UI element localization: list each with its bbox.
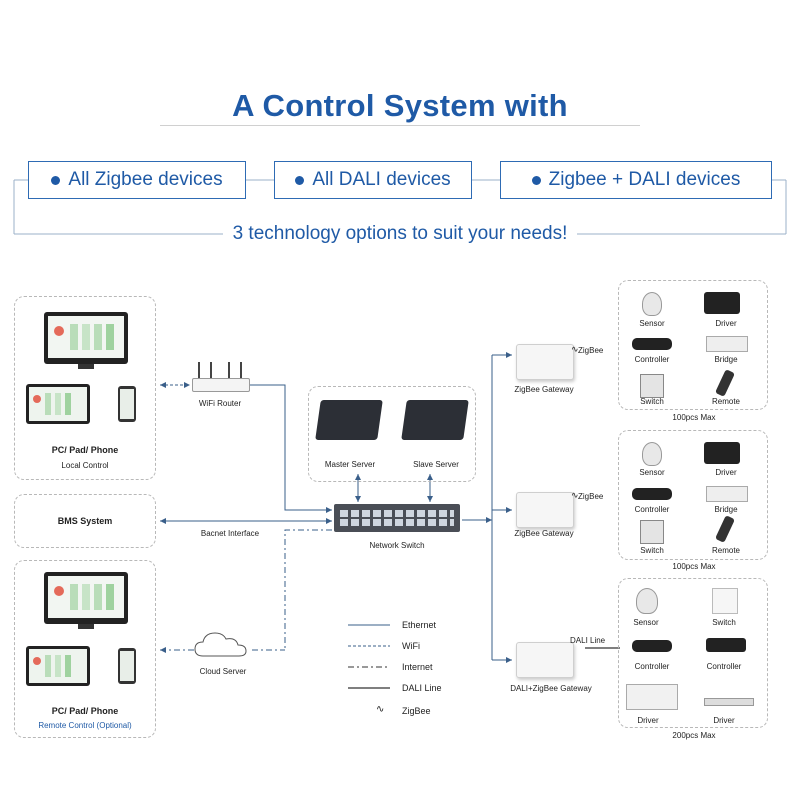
legend-zigbee: ZigBee <box>402 706 431 716</box>
page-title: A Control System with <box>232 88 568 123</box>
zigbee-signal-icon: ∿ <box>571 490 579 500</box>
cloud-server-label: Cloud Server <box>199 667 247 676</box>
wifi-router-label: WiFi Router <box>198 399 242 408</box>
phone-icon <box>118 648 136 684</box>
dali-zigbee-gateway-label: DALI+ZigBee Gateway <box>510 684 592 693</box>
device-label: Switch <box>640 397 664 406</box>
tablet-icon <box>26 646 90 686</box>
controller-icon <box>632 640 672 652</box>
network-switch-label: Network Switch <box>369 541 425 550</box>
network-switch-icon <box>334 504 460 532</box>
device-label: Remote <box>711 397 740 406</box>
device-label: Switch <box>712 618 736 627</box>
device-label: Driver <box>637 716 659 725</box>
title-underline <box>160 125 640 126</box>
zigbee-gateway-signal-2: ZigBee <box>578 492 604 501</box>
zigbee-signal-icon: ∿ <box>376 704 385 715</box>
device-group-2 <box>618 430 768 560</box>
group-max-label: 100pcs Max <box>672 562 716 571</box>
device-group-3 <box>618 578 768 728</box>
group-max-label: 200pcs Max <box>672 731 716 740</box>
zigbee-gateway-2 <box>516 492 574 528</box>
remote-control-box <box>14 560 156 738</box>
zigbee-gateway-1 <box>516 344 574 380</box>
device-label: Switch <box>640 546 664 555</box>
zigbee-gateway-label-1: ZigBee Gateway <box>514 385 574 394</box>
device-label: Sensor <box>633 618 659 627</box>
bacnet-label: Bacnet Interface <box>200 529 260 538</box>
local-device-title: PC/ Pad/ Phone <box>51 445 119 455</box>
zigbee-signal-icon: ∿ <box>571 344 579 354</box>
device-label: Bridge <box>714 355 738 364</box>
legend-ethernet: Ethernet <box>402 620 437 630</box>
option-zigbee-dali: Zigbee + DALI devices <box>500 161 772 199</box>
bms-box <box>14 494 156 548</box>
device-label: Sensor <box>639 319 665 328</box>
device-label: Controller <box>634 505 670 514</box>
monitor-icon <box>44 312 128 364</box>
driver-icon <box>704 442 740 464</box>
legend-internet: Internet <box>402 662 433 672</box>
controller-icon <box>706 638 746 652</box>
switch-icon <box>640 374 664 398</box>
remote-device-title: PC/ Pad/ Phone <box>51 706 119 716</box>
controller-icon <box>632 338 672 350</box>
device-label: Driver <box>715 319 737 328</box>
dali-zigbee-gateway <box>516 642 574 678</box>
wifi-router-icon <box>192 362 250 392</box>
switch-icon <box>712 588 738 614</box>
driver-icon <box>704 698 754 706</box>
device-group-1 <box>618 280 768 410</box>
legend-dali-line: DALI Line <box>402 683 442 693</box>
option-zigbee: All Zigbee devices <box>28 161 246 199</box>
monitor-stand <box>78 624 94 629</box>
driver-icon <box>626 684 678 710</box>
legend-wifi: WiFi <box>402 641 420 651</box>
device-label: Driver <box>713 716 735 725</box>
device-label: Controller <box>634 662 670 671</box>
sensor-icon <box>642 442 662 466</box>
bullet-icon <box>531 175 541 185</box>
switch-icon <box>640 520 664 544</box>
device-label: Driver <box>715 468 737 477</box>
bridge-icon <box>706 486 748 502</box>
sensor-icon <box>642 292 662 316</box>
bms-label: BMS System <box>57 516 113 526</box>
option-dali: All DALI devices <box>274 161 472 199</box>
bullet-icon <box>295 175 305 185</box>
driver-icon <box>704 292 740 314</box>
zigbee-gateway-label-2: ZigBee Gateway <box>514 529 574 538</box>
monitor-icon <box>44 572 128 624</box>
server-box <box>308 386 476 482</box>
device-label: Remote <box>711 546 740 555</box>
bridge-icon <box>706 336 748 352</box>
phone-icon <box>118 386 136 422</box>
controller-icon <box>632 488 672 500</box>
slave-server-label: Slave Server <box>413 460 459 469</box>
tagline: 3 technology options to suit your needs! <box>0 223 800 245</box>
remote-control-label: Remote Control (Optional) <box>38 721 132 730</box>
device-label: Controller <box>634 355 670 364</box>
zigbee-gateway-signal-1: ZigBee <box>578 346 604 355</box>
sensor-icon <box>636 588 658 614</box>
tablet-icon <box>26 384 90 424</box>
device-label: Sensor <box>639 468 665 477</box>
monitor-stand <box>78 364 94 369</box>
bullet-icon <box>51 175 61 185</box>
group-max-label: 100pcs Max <box>672 413 716 422</box>
dali-line-label: DALI Line <box>570 636 606 645</box>
device-label: Bridge <box>714 505 738 514</box>
local-control-box <box>14 296 156 480</box>
master-server-label: Master Server <box>324 460 376 469</box>
device-label: Controller <box>706 662 742 671</box>
local-control-label: Local Control <box>61 461 109 470</box>
